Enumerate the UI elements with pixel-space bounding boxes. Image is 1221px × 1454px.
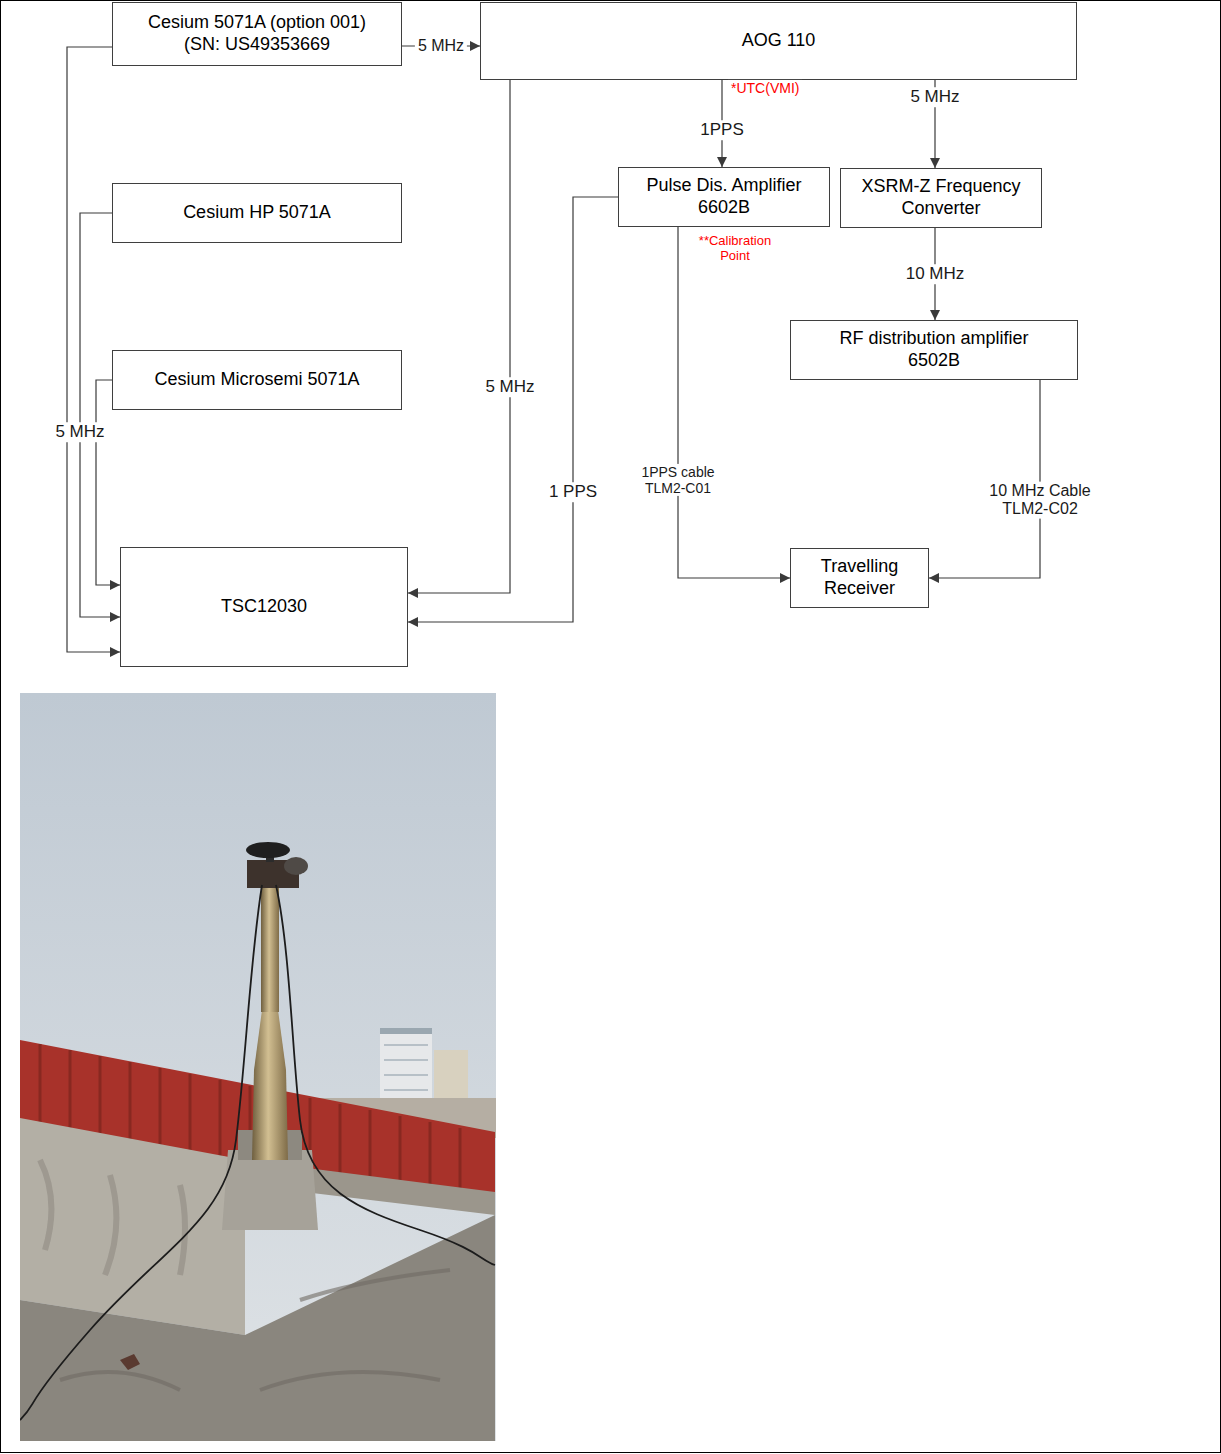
signal-connector — [408, 80, 510, 593]
signal-connector — [929, 380, 1040, 578]
signal-label: 10 MHz Cable TLM2-C02 — [977, 482, 1103, 519]
box-label: Travelling Receiver — [797, 556, 922, 599]
cable-clamp — [120, 1354, 140, 1370]
gnss-antenna — [246, 842, 290, 858]
signal-label: 10 MHz — [903, 264, 968, 284]
signal-connector — [96, 380, 120, 585]
concrete-base — [222, 1150, 318, 1230]
signal-label: 5 MHz — [52, 422, 107, 442]
sky — [20, 693, 496, 1441]
box-label: RF distribution amplifier 6502B — [819, 328, 1049, 371]
device-box: Cesium Microsemi 5071A — [112, 350, 402, 410]
device-box: Cesium 5071A (option 001) (SN: US4935366… — [112, 2, 402, 66]
antenna-mast — [252, 1010, 288, 1160]
signal-label: 5 MHz — [482, 377, 537, 397]
annotation-note: *UTC(VMI) — [728, 80, 802, 96]
signal-label: 5 MHz — [907, 87, 962, 107]
box-label: Cesium HP 5071A — [183, 202, 331, 224]
antenna-cable — [276, 885, 495, 1265]
signal-label: 1PPS cable TLM2-C01 — [633, 464, 724, 496]
device-box: Travelling Receiver — [790, 548, 929, 608]
device-box: TSC12030 — [120, 547, 408, 667]
annotation-note: **Calibration Point — [682, 234, 788, 264]
box-label: XSRM-Z Frequency Converter — [847, 176, 1035, 219]
device-box: AOG 110 — [480, 2, 1077, 80]
signal-connector — [408, 197, 618, 622]
box-label: AOG 110 — [742, 30, 816, 52]
antenna-cable — [20, 885, 262, 1420]
signal-label: 5 MHz — [415, 37, 467, 55]
box-label: Pulse Dis. Amplifier 6602B — [625, 175, 823, 218]
signal-connector — [678, 227, 790, 578]
small-dish — [284, 857, 308, 875]
device-box: Cesium HP 5071A — [112, 183, 402, 243]
antenna-mast — [261, 872, 279, 1012]
tower-roof — [380, 1028, 432, 1034]
device-box: RF distribution amplifier 6502B — [790, 320, 1078, 380]
signal-label: 1 PPS — [546, 482, 600, 502]
box-label: Cesium Microsemi 5071A — [154, 369, 359, 391]
tower-windows — [384, 1045, 428, 1105]
box-label: TSC12030 — [221, 596, 307, 618]
parapet-wall — [20, 1118, 245, 1335]
device-box: Pulse Dis. Amplifier 6602B — [618, 167, 830, 227]
box-label: Cesium 5071A (option 001) (SN: US4935366… — [132, 12, 382, 55]
floor-texture — [60, 1270, 450, 1390]
signal-label: 1PPS — [697, 120, 746, 140]
device-box: XSRM-Z Frequency Converter — [840, 168, 1042, 228]
antenna-photo — [20, 693, 496, 1441]
signal-connector — [80, 213, 120, 617]
